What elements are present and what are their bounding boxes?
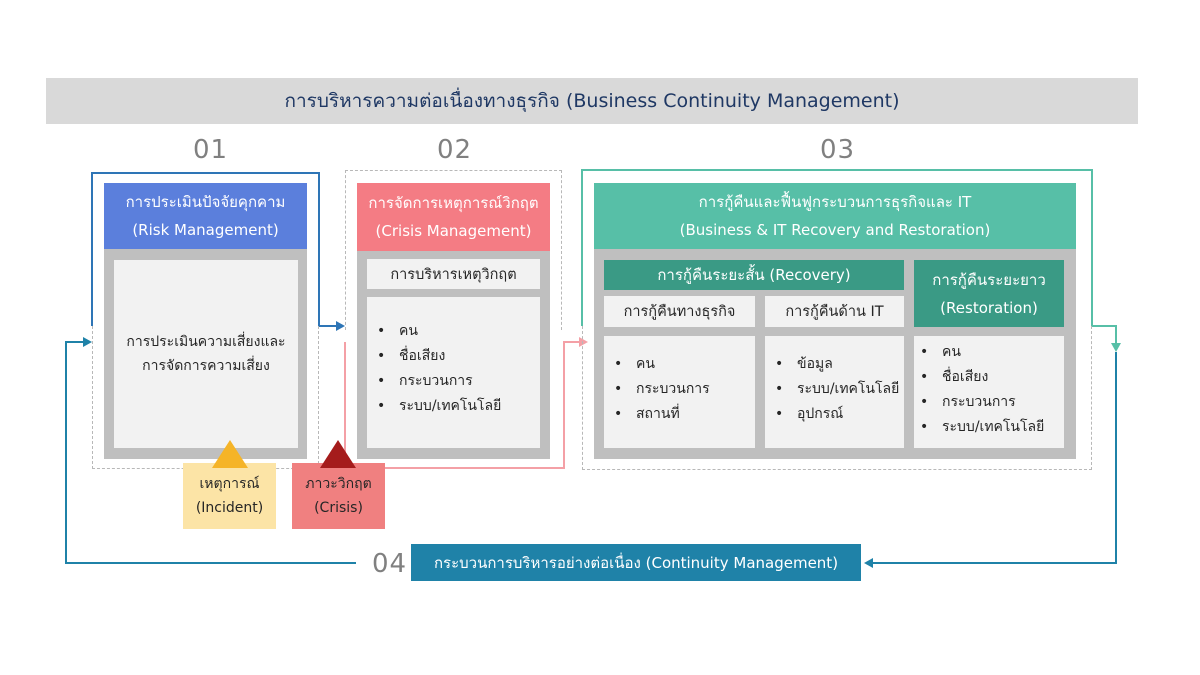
list-item: •ระบบ/เทคโนโลยี [775, 377, 904, 402]
business-recovery-box: •คน •กระบวนการ •สถานที่ [604, 336, 755, 448]
connector-step3-outline [581, 169, 1117, 345]
step1-body-line1: การประเมินความเสี่ยงและ [126, 334, 286, 350]
step4-continuity-management: กระบวนการบริหารอย่างต่อเนื่อง (Continuit… [411, 544, 861, 581]
restoration-header: การกู้คืนระยะยาว (Restoration) [914, 260, 1064, 327]
crisis-label-en: (Crisis) [314, 500, 363, 516]
bullet-icon: • [377, 373, 386, 389]
it-recovery-box: •ข้อมูล •ระบบ/เทคโนโลยี •อุปกรณ์ [765, 336, 904, 448]
page-title: การบริหารความต่อเนื่องทางธุรกิจ (Busines… [46, 78, 1138, 124]
incident-box: เหตุการณ์ (Incident) [183, 463, 276, 529]
list-item: •กระบวนการ [377, 369, 540, 394]
connector-crisis-to-step3 [344, 341, 580, 469]
step-number-01: 01 [193, 135, 229, 165]
step1-header-th: การประเมินปัจจัยคุกคาม [125, 193, 286, 211]
bullet-icon: • [614, 381, 623, 397]
arrow-to-step2 [336, 321, 345, 331]
step2-subtitle: การบริหารเหตุวิกฤต [367, 259, 540, 289]
step2-header-en: (Crisis Management) [375, 222, 532, 240]
step2-header: การจัดการเหตุการณ์วิกฤต (Crisis Manageme… [357, 183, 550, 251]
bullet-icon: • [614, 356, 623, 372]
recovery-header: การกู้คืนระยะสั้น (Recovery) [604, 260, 904, 290]
it-recovery-list: •ข้อมูล •ระบบ/เทคโนโลยี •อุปกรณ์ [775, 352, 904, 427]
crisis-label-th: ภาวะวิกฤต [305, 476, 372, 492]
arrow-step3-down [1111, 343, 1121, 352]
step1-body-line2: การจัดการความเสี่ยง [142, 358, 270, 374]
connector-step3-to-step4 [872, 352, 1117, 564]
step2-dashed-frame [345, 170, 562, 330]
bullet-icon: • [920, 369, 929, 385]
step2-list: •คน •ชื่อเสียง •กระบวนการ •ระบบ/เทคโนโลย… [377, 319, 540, 419]
list-item: •คน [614, 352, 755, 377]
incident-label-en: (Incident) [195, 500, 264, 516]
bullet-icon: • [920, 394, 929, 410]
bullet-icon: • [377, 348, 386, 364]
step1-header: การประเมินปัจจัยคุกคาม (Risk Management) [104, 183, 307, 249]
bullet-icon: • [775, 406, 784, 422]
bullet-icon: • [377, 398, 386, 414]
list-item: •คน [377, 319, 540, 344]
incident-label-th: เหตุการณ์ [199, 476, 260, 492]
list-item: •อุปกรณ์ [775, 402, 904, 427]
list-item: •กระบวนการ [614, 377, 755, 402]
incident-triangle-icon [212, 440, 248, 468]
restoration-box: •คน •ชื่อเสียง •กระบวนการ •ระบบ/เทคโนโลย… [914, 336, 1064, 448]
step3-header: การกู้คืนและฟื้นฟูกระบวนการธุรกิจและ IT … [594, 183, 1076, 249]
bullet-icon: • [775, 356, 784, 372]
list-item: •กระบวนการ [920, 390, 1064, 415]
list-item: •ระบบ/เทคโนโลยี [920, 415, 1064, 440]
bullet-icon: • [377, 323, 386, 339]
connector-step1-to-step2 [91, 172, 338, 327]
step-number-02: 02 [437, 135, 473, 165]
step3-header-en: (Business & IT Recovery and Restoration) [679, 221, 991, 239]
list-item: •ชื่อเสียง [920, 365, 1064, 390]
connector-step4-to-step1 [65, 341, 356, 564]
business-recovery-title: การกู้คืนทางธุรกิจ [604, 296, 755, 327]
arrow-to-step1 [83, 337, 92, 347]
restoration-header-en: (Restoration) [940, 298, 1038, 317]
list-item: •ระบบ/เทคโนโลยี [377, 394, 540, 419]
step2-header-th: การจัดการเหตุการณ์วิกฤต [368, 194, 539, 212]
list-item: •คน [920, 340, 1064, 365]
list-item: •ชื่อเสียง [377, 344, 540, 369]
arrow-to-step3 [579, 337, 588, 347]
restoration-list: •คน •ชื่อเสียง •กระบวนการ •ระบบ/เทคโนโลย… [920, 340, 1064, 440]
list-item: •ข้อมูล [775, 352, 904, 377]
list-item: •สถานที่ [614, 402, 755, 427]
bullet-icon: • [775, 381, 784, 397]
step2-list-box: •คน •ชื่อเสียง •กระบวนการ •ระบบ/เทคโนโลย… [367, 297, 540, 448]
arrow-to-step4 [864, 558, 873, 568]
step3-dashed-frame [582, 326, 1092, 470]
step1-header-en: (Risk Management) [132, 221, 279, 239]
crisis-box: ภาวะวิกฤต (Crisis) [292, 463, 385, 529]
step-number-03: 03 [820, 135, 856, 165]
step3-header-th: การกู้คืนและฟื้นฟูกระบวนการธุรกิจและ IT [698, 193, 972, 211]
it-recovery-title: การกู้คืนด้าน IT [765, 296, 904, 327]
restoration-header-th: การกู้คืนระยะยาว [932, 270, 1046, 289]
bullet-icon: • [614, 406, 623, 422]
bullet-icon: • [920, 419, 929, 435]
bullet-icon: • [920, 344, 929, 360]
step-number-04: 04 [372, 549, 408, 579]
crisis-triangle-icon [320, 440, 356, 468]
step1-body: การประเมินความเสี่ยงและ การจัดการความเสี… [114, 260, 298, 448]
business-recovery-list: •คน •กระบวนการ •สถานที่ [614, 352, 755, 427]
